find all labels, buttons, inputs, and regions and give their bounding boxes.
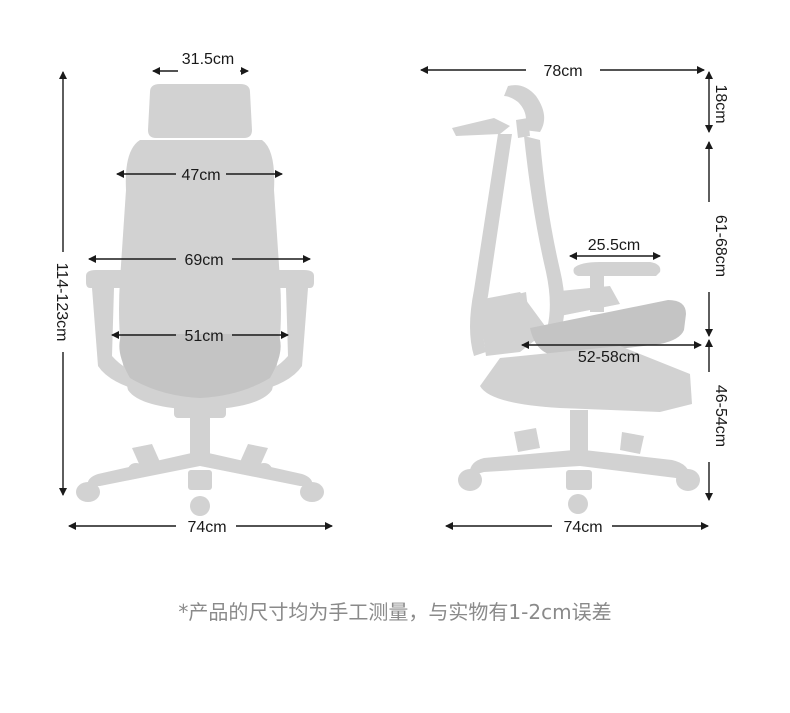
dim-seat-depth: 52-58cm [521, 341, 702, 366]
label-overall-depth: 78cm [543, 63, 582, 80]
label-total-height: 114-123cm [53, 263, 70, 342]
dim-total-height: 114-123cm [53, 71, 70, 496]
dim-headrest-adjust: 18cm [705, 71, 729, 133]
label-headrest-adjust: 18cm [712, 84, 729, 123]
front-chair-illustration [76, 84, 324, 516]
dim-armrest-length: 25.5cm [569, 237, 661, 260]
label-side-base-width: 74cm [563, 519, 602, 536]
label-back-width: 47cm [181, 167, 220, 184]
label-backrest-height: 61-68cm [712, 215, 729, 277]
measurement-footnote: *产品的尺寸均为手工测量，与实物有1-2cm误差 [178, 600, 612, 624]
dim-seat-height: 46-54cm [705, 339, 729, 501]
dim-seat-width: 51cm [111, 328, 289, 345]
dim-armrest-span: 69cm [88, 252, 311, 269]
dim-headrest-width: 31.5cm [152, 51, 249, 75]
dim-backrest-height: 61-68cm [705, 141, 729, 337]
label-front-base-width: 74cm [187, 519, 226, 536]
label-seat-height: 46-54cm [712, 385, 729, 447]
label-armrest-span: 69cm [184, 252, 223, 269]
label-seat-width: 51cm [184, 328, 223, 345]
dim-side-base-width: 74cm [445, 519, 709, 536]
dim-front-base-width: 74cm [68, 519, 333, 536]
side-chair-illustration [452, 85, 700, 514]
label-seat-depth: 52-58cm [578, 349, 640, 366]
label-armrest-length: 25.5cm [588, 237, 640, 254]
dim-overall-depth: 78cm [420, 63, 705, 80]
label-headrest-width: 31.5cm [182, 51, 234, 68]
dim-back-width: 47cm [116, 167, 283, 184]
